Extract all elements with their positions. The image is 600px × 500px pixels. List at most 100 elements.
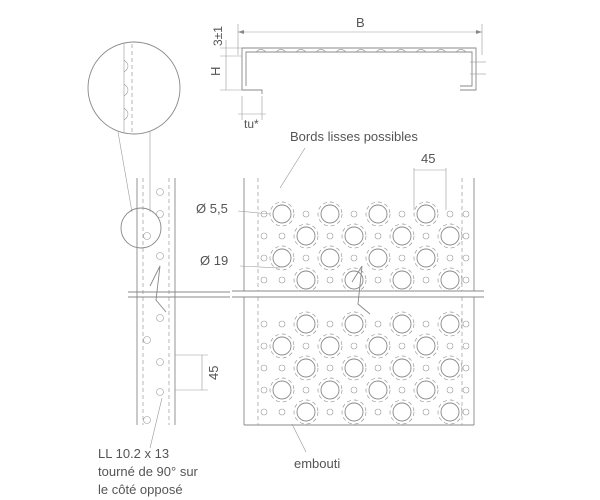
- emboss-ring: [317, 245, 343, 271]
- small-hole: [278, 232, 286, 240]
- top-pitch-label: 45: [421, 151, 435, 166]
- small-hole: [260, 254, 268, 262]
- emboss-ring: [269, 377, 295, 403]
- large-hole: [344, 314, 364, 334]
- small-hole: [350, 386, 358, 394]
- emboss-ring: [437, 355, 463, 381]
- large-hole: [272, 336, 292, 356]
- emboss-ring: [269, 333, 295, 359]
- side-pitch-label: 45: [206, 366, 221, 380]
- emboss-ring: [341, 267, 367, 293]
- large-hole: [440, 358, 460, 378]
- small-hole: [278, 320, 286, 328]
- cross-section-profile: [220, 24, 486, 120]
- small-hole: [326, 232, 334, 240]
- small-hole: [462, 408, 470, 416]
- small-hole: [422, 364, 430, 372]
- strip-hole: [156, 358, 164, 366]
- small-hole: [260, 364, 268, 372]
- strip-hole: [156, 252, 164, 260]
- small-hole: [374, 320, 382, 328]
- small-hole: [446, 254, 454, 262]
- slot-note-line2: tourné de 90° sur: [98, 464, 199, 479]
- width-dimension-label: B: [356, 15, 365, 30]
- small-hole: [374, 364, 382, 372]
- small-hole: [398, 254, 406, 262]
- small-hole: [326, 408, 334, 416]
- slot-note-line1: LL 10.2 x 13: [98, 446, 169, 461]
- small-hole: [302, 386, 310, 394]
- small-hole: [398, 210, 406, 218]
- strip-hole: [156, 314, 164, 322]
- large-hole: [272, 204, 292, 224]
- small-hole: [350, 342, 358, 350]
- emboss-ring: [293, 267, 319, 293]
- emboss-ring: [437, 267, 463, 293]
- small-hole: [302, 254, 310, 262]
- large-hole: [416, 248, 436, 268]
- emboss-ring: [341, 399, 367, 425]
- emboss-ring: [389, 311, 415, 337]
- small-hole: [260, 386, 268, 394]
- large-hole: [392, 226, 412, 246]
- small-hole: [326, 320, 334, 328]
- emboss-ring: [389, 355, 415, 381]
- strip-hole: [156, 388, 164, 396]
- large-hole: [392, 402, 412, 422]
- small-hole: [374, 408, 382, 416]
- side-view-strip: [128, 178, 230, 449]
- large-hole: [440, 402, 460, 422]
- emboss-ring: [341, 223, 367, 249]
- large-hole: [320, 248, 340, 268]
- emboss-ring: [317, 377, 343, 403]
- emboss-ring: [437, 223, 463, 249]
- small-hole: [462, 254, 470, 262]
- emboss-ring: [437, 311, 463, 337]
- small-hole: [422, 276, 430, 284]
- large-hole: [392, 270, 412, 290]
- small-hole: [260, 320, 268, 328]
- large-hole: [368, 336, 388, 356]
- small-hole: [446, 386, 454, 394]
- embossed-label: embouti: [294, 456, 340, 471]
- small-hole: [260, 276, 268, 284]
- strip-hole: [156, 210, 164, 218]
- large-hole: [320, 204, 340, 224]
- strip-hole: [156, 188, 164, 196]
- small-hole: [446, 342, 454, 350]
- small-hole: [350, 210, 358, 218]
- small-hole: [260, 342, 268, 350]
- emboss-ring: [437, 399, 463, 425]
- emboss-ring: [269, 245, 295, 271]
- perforated-plate: [232, 147, 484, 453]
- large-hole: [392, 358, 412, 378]
- large-hole: [296, 226, 316, 246]
- thickness-dimension-label: 3±1: [211, 26, 225, 46]
- small-hole: [462, 320, 470, 328]
- large-hole: [320, 336, 340, 356]
- emboss-ring: [341, 311, 367, 337]
- small-hole: [422, 408, 430, 416]
- emboss-ring: [365, 201, 391, 227]
- large-hole: [296, 358, 316, 378]
- large-hole: [296, 402, 316, 422]
- small-hole: [350, 254, 358, 262]
- emboss-ring: [413, 377, 439, 403]
- small-hole: [260, 210, 268, 218]
- small-hole: [398, 386, 406, 394]
- large-hole: [272, 248, 292, 268]
- large-hole: [344, 226, 364, 246]
- large-hole: [344, 402, 364, 422]
- emboss-ring: [293, 223, 319, 249]
- large-hole: [368, 248, 388, 268]
- small-hole: [462, 232, 470, 240]
- small-hole: [278, 408, 286, 416]
- smooth-edges-note: Bords lisses possibles: [290, 129, 418, 144]
- large-hole: [416, 380, 436, 400]
- large-hole: [416, 336, 436, 356]
- small-hole: [374, 276, 382, 284]
- small-hole: [462, 364, 470, 372]
- detail-magnifier: [87, 41, 181, 249]
- emboss-ring: [389, 223, 415, 249]
